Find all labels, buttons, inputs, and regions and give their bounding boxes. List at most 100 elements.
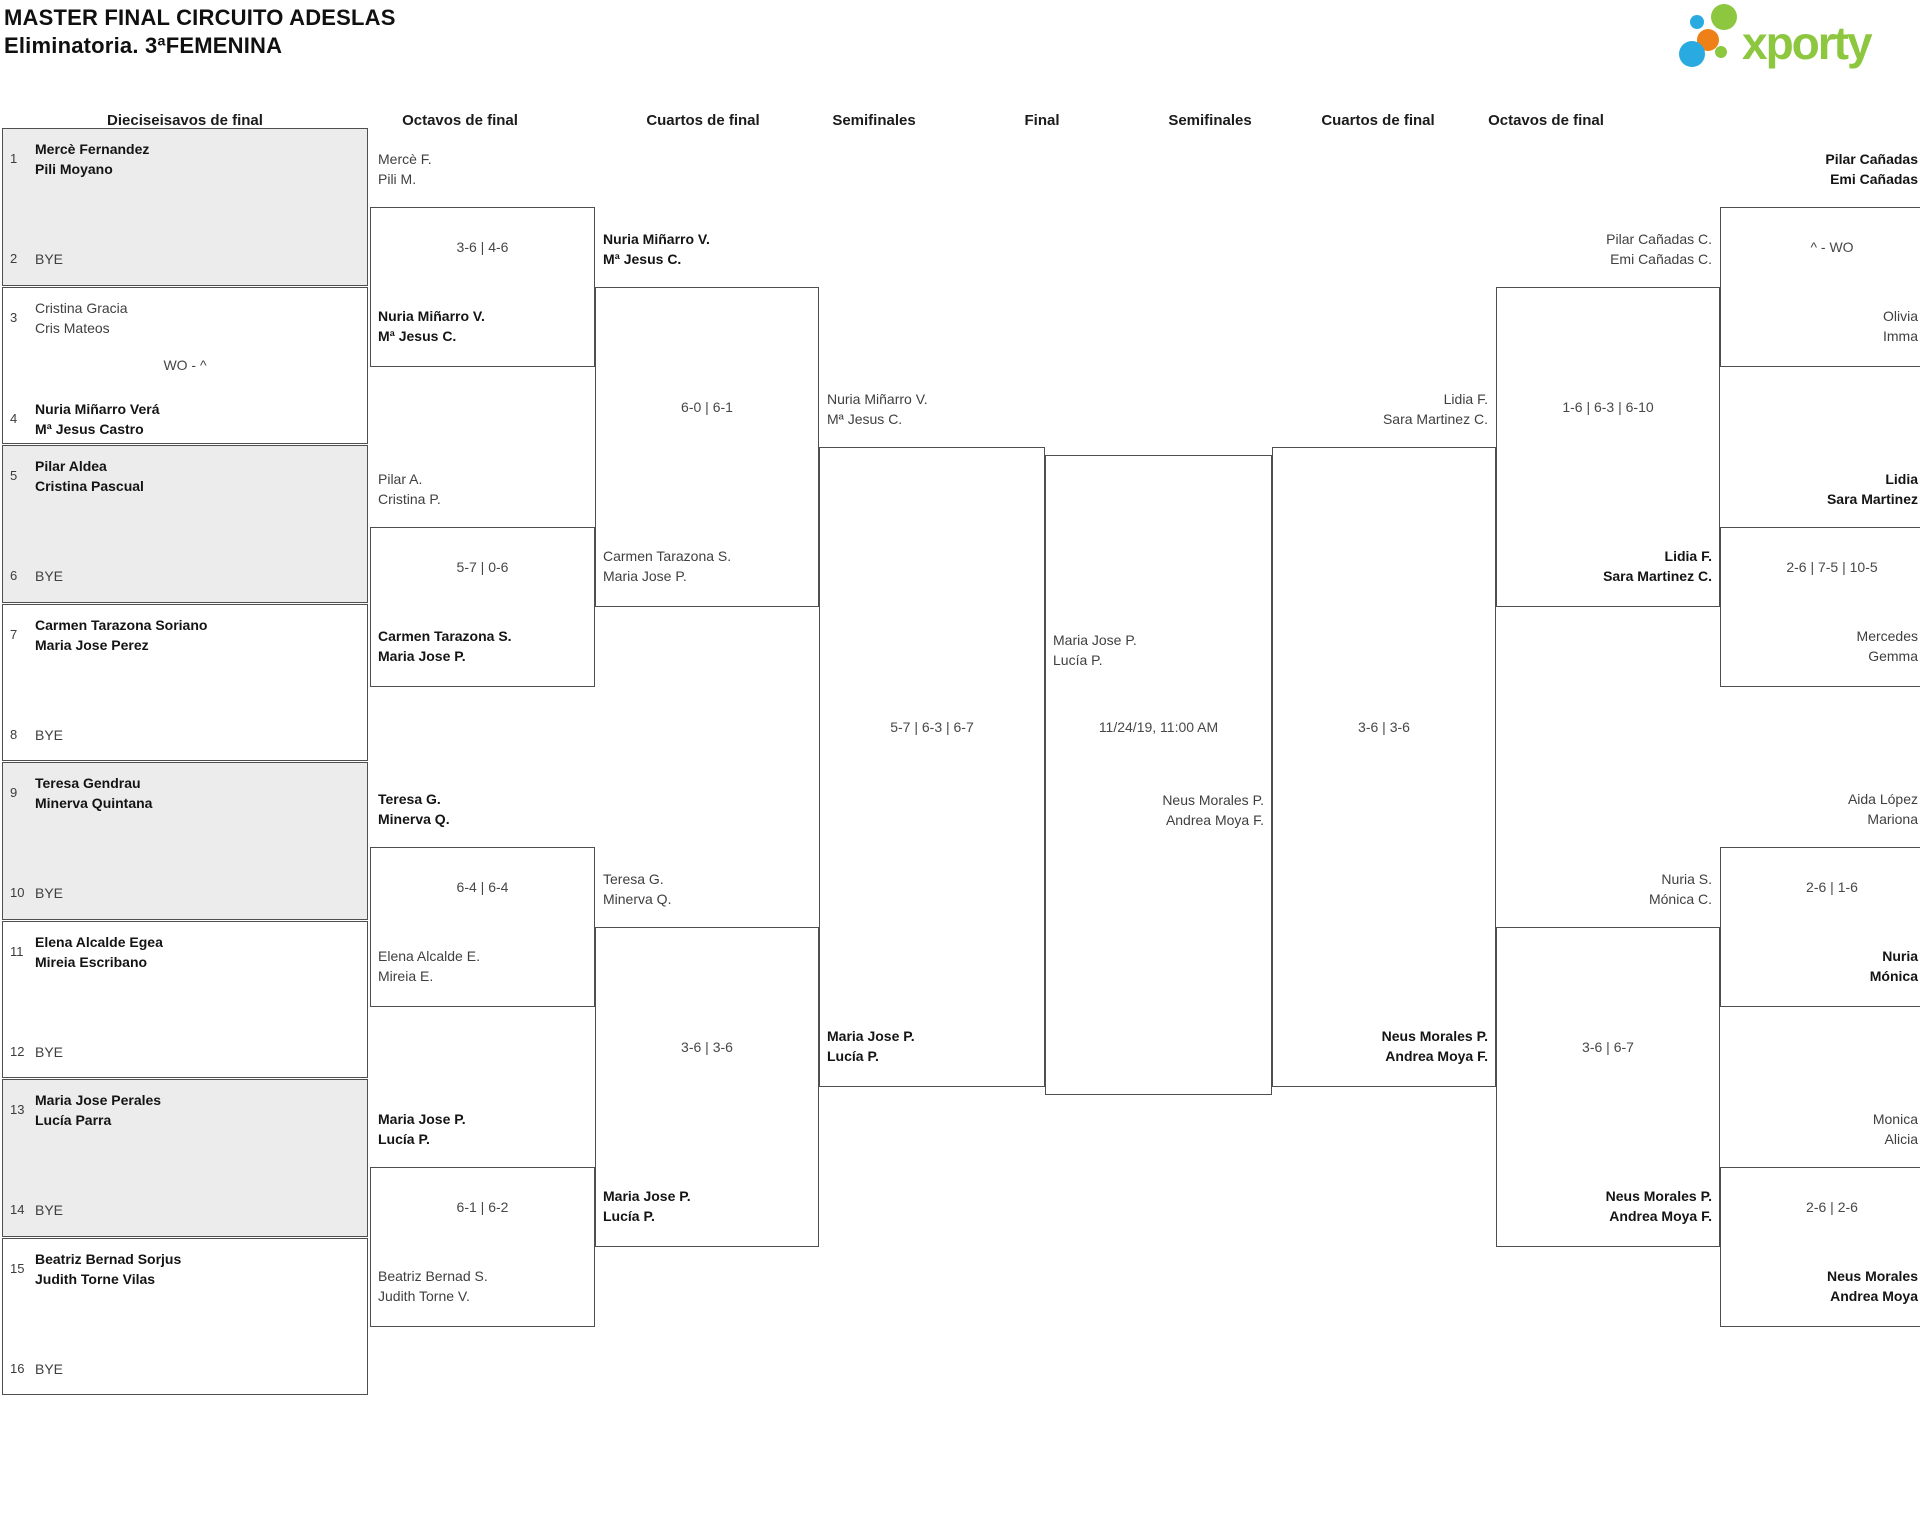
- round-header-7: Octavos de final: [1488, 112, 1604, 129]
- seed-number-15: 15: [10, 1261, 25, 1276]
- match-box-or-2[interactable]: [1720, 847, 1920, 1007]
- seed-entry-13-line0: Maria Jose Perales: [35, 1092, 162, 1108]
- seed-entry-7-line1: Maria Jose Perez: [35, 637, 149, 653]
- match-ol-3-top-participant: Maria Jose P. Lucía P.: [378, 1109, 587, 1149]
- match-sl-0-bottom-participant-line1: Lucía P.: [827, 1048, 879, 1064]
- final-match-box[interactable]: [1045, 455, 1272, 1095]
- match-or-2-bottom-participant-line0: Nuria: [1882, 948, 1918, 964]
- bye-entry-16-line0: BYE: [35, 1361, 64, 1377]
- match-cr-0-top-participant-line1: Emi Cañadas C.: [1610, 251, 1712, 267]
- match-cl-1-bottom-participant-line1: Lucía P.: [603, 1208, 655, 1224]
- match-box-ol-0[interactable]: [370, 207, 595, 367]
- seed-number-3: 3: [10, 310, 18, 325]
- match-sl-0-top-participant-line1: Mª Jesus C.: [827, 411, 903, 427]
- match-or-1-bottom-participant-line1: Gemma: [1868, 648, 1918, 664]
- match-sr-0-score: 3-6 | 3-6: [1358, 719, 1410, 735]
- match-cl-1-bottom-participant-line0: Maria Jose P.: [603, 1188, 691, 1204]
- seed-number-16: 16: [10, 1361, 25, 1376]
- match-ol-0-bottom-participant-line0: Nuria Miñarro V.: [378, 308, 485, 324]
- match-box-sr-0[interactable]: [1272, 447, 1496, 1087]
- match-ol-3-top-participant-line0: Maria Jose P.: [378, 1111, 466, 1127]
- seed-number-9: 9: [10, 785, 18, 800]
- match-cl-1-top-participant: Teresa G.Minerva Q.: [603, 869, 811, 909]
- match-cr-1-top-participant-line0: Nuria S.: [1661, 871, 1712, 887]
- match-ol-3-bottom-participant-line0: Beatriz Bernad S.: [378, 1268, 488, 1284]
- seed-entry-15-line1: Judith Torne Vilas: [35, 1271, 156, 1287]
- match-cr-1-bottom-participant-line0: Neus Morales P.: [1605, 1188, 1712, 1204]
- match-ol-0-top-participant-line0: Mercè F.: [378, 151, 432, 167]
- seed-block-1: [2, 128, 368, 286]
- logo-dot-green-big: [1711, 4, 1737, 30]
- seed-number-8: 8: [10, 727, 18, 742]
- match-ol-3-top-participant-line1: Lucía P.: [378, 1131, 430, 1147]
- seed-number-1: 1: [10, 151, 18, 166]
- match-cl-0-bottom-participant-line1: Maria Jose P.: [603, 568, 687, 584]
- round-header-0: Dieciseisavos de final: [107, 112, 263, 129]
- match-ol-2-score: 6-4 | 6-4: [456, 879, 509, 895]
- final-top-participant: Maria Jose P.Lucía P.: [1053, 630, 1264, 670]
- seed-number-5: 5: [10, 468, 18, 483]
- seed-number-10: 10: [10, 885, 25, 900]
- match-or-3-bottom-participant-line0: Neus Morales: [1826, 1268, 1918, 1284]
- match-box-ol-2[interactable]: [370, 847, 595, 1007]
- match-or-2-bottom-participant-line1: Mónica: [1869, 968, 1918, 984]
- seed-entry-3-line0: Cristina Gracia: [35, 300, 128, 316]
- xporty-logo: xporty: [1679, 0, 1920, 78]
- match-sr-0-top-participant: Lidia F.Sara Martinez C.: [1280, 389, 1488, 429]
- match-ol-0-top-participant: Mercè F. Pili M.: [378, 149, 587, 189]
- seed-entry-9-line0: Teresa Gendrau: [35, 775, 141, 791]
- match-cl-0-score: 6-0 | 6-1: [681, 399, 733, 415]
- final-top-participant-line0: Maria Jose P.: [1053, 632, 1137, 648]
- match-or-2-top-participant-line1: Mariona: [1867, 811, 1918, 827]
- seed-number-11: 11: [10, 944, 24, 959]
- final-bottom-participant-line0: Neus Morales P.: [1162, 792, 1264, 808]
- page-title: MASTER FINAL CIRCUITO ADESLAS Eliminator…: [4, 4, 396, 60]
- logo-dot-green-small: [1715, 46, 1727, 58]
- match-box-ol-3[interactable]: [370, 1167, 595, 1327]
- match-or-3-top-participant-line0: Monica: [1872, 1111, 1918, 1127]
- round-header-4: Final: [1024, 112, 1060, 129]
- match-box-or-3[interactable]: [1720, 1167, 1920, 1327]
- match-or-0-top-participant-line0: Pilar Cañadas: [1825, 151, 1918, 167]
- match-ol-0-score: 3-6 | 4-6: [456, 239, 509, 255]
- seed-entry-11-line1: Mireia Escribano: [35, 954, 148, 970]
- seed-number-12: 12: [10, 1044, 25, 1059]
- seed-entry-7-line0: Carmen Tarazona Soriano: [35, 617, 208, 633]
- match-box-cr-0[interactable]: [1496, 287, 1720, 607]
- bye-entry-6-line0: BYE: [35, 568, 64, 584]
- seed-entry-4-line1: Mª Jesus Castro: [35, 421, 144, 437]
- match-ol-2-top-participant: Teresa G.Minerva Q.: [378, 789, 587, 829]
- match-sr-0-bottom-participant-line1: Andrea Moya F.: [1385, 1048, 1488, 1064]
- match-sr-0-bottom-participant: Neus Morales P.Andrea Moya F.: [1280, 1026, 1488, 1066]
- match-box-or-1[interactable]: [1720, 527, 1920, 687]
- seed-entry-15-line0: Beatriz Bernad Sorjus: [35, 1251, 182, 1267]
- match-ol-2-bottom-participant-line1: Mireia E.: [378, 968, 434, 984]
- match-box-cl-1[interactable]: [595, 927, 819, 1247]
- match-box-ol-1[interactable]: [370, 527, 595, 687]
- match-ol-0-top-participant-line1: Pili M.: [378, 171, 417, 187]
- seed-block-7: [2, 1079, 368, 1237]
- match-box-cl-0[interactable]: [595, 287, 819, 607]
- bye-entry-6: BYE: [35, 566, 355, 586]
- match-or-1-top-participant-line1: Sara Martinez: [1826, 491, 1918, 507]
- match-cl-0-bottom-participant: Carmen Tarazona S.Maria Jose P.: [603, 546, 811, 586]
- final-bottom-participant: Neus Morales P.Andrea Moya F.: [1053, 790, 1264, 830]
- match-cr-0-top-participant-line0: Pilar Cañadas C.: [1606, 231, 1712, 247]
- match-box-cr-1[interactable]: [1496, 927, 1720, 1247]
- match-box-sl-0[interactable]: [819, 447, 1045, 1087]
- match-cr-1-bottom-participant-line1: Andrea Moya F.: [1609, 1208, 1712, 1224]
- match-ol-2-top-participant-line0: Teresa G.: [378, 791, 441, 807]
- match-or-0-bottom-participant-line0: Olivia: [1882, 308, 1918, 324]
- match-box-or-0[interactable]: [1720, 207, 1920, 367]
- match-cl-1-score: 3-6 | 3-6: [681, 1039, 733, 1055]
- logo-wordmark: xporty: [1742, 17, 1873, 69]
- match-cl-1-bottom-participant: Maria Jose P. Lucía P.: [603, 1186, 811, 1226]
- round-header-2: Cuartos de final: [646, 112, 760, 129]
- match-or-1-bottom-participant-line0: Mercedes: [1856, 628, 1918, 644]
- match-or-0-top-participant-line1: Emi Cañadas: [1830, 171, 1918, 187]
